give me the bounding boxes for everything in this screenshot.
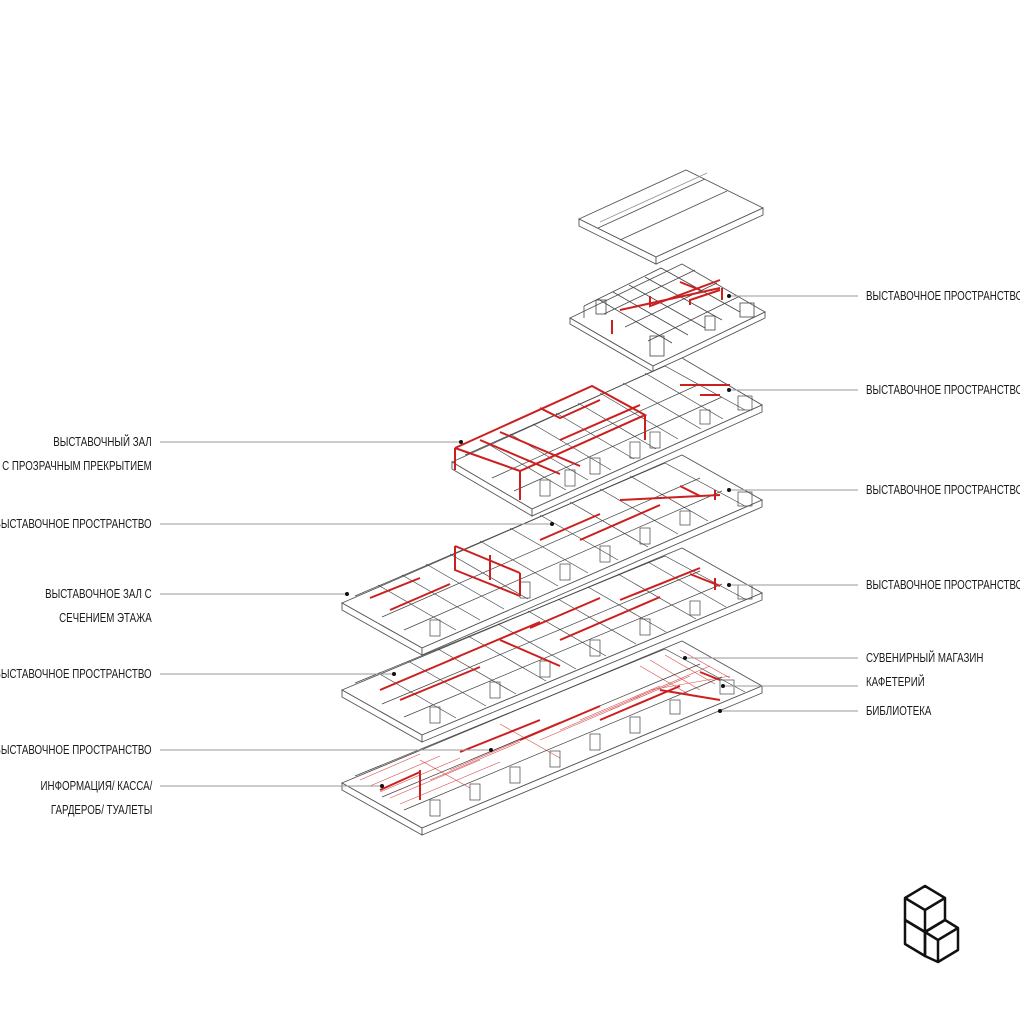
label-hall-floor-section-line-2: СЕЧЕНИЕМ ЭТАЖА bbox=[59, 611, 152, 625]
label-exhibit-level-5: ВЫСТАВОЧНОЕ ПРОСТРАНСТВО bbox=[866, 289, 1020, 303]
label-hall-glass-roof-line-1: ВЫСТАВОЧНЫЙ ЗАЛ bbox=[53, 435, 152, 449]
level-2-floor-plate bbox=[340, 547, 764, 743]
leader-lines bbox=[160, 295, 858, 787]
level-3-floor-plate bbox=[340, 454, 764, 656]
label-hall-glass-roof: ВЫСТАВОЧНЫЙ ЗАЛ С ПРОЗРАЧНЫМ ПРЕКРЫТИЕМ bbox=[2, 430, 152, 478]
label-exhibit-level-3: ВЫСТАВОЧНОЕ ПРОСТРАНСТВО bbox=[866, 483, 1020, 497]
isometric-cubes-logo-icon bbox=[903, 884, 960, 964]
label-ground-services-line-1: ИНФОРМАЦИЯ/ КАССА/ bbox=[40, 779, 152, 793]
label-hall-glass-roof-line-2: С ПРОЗРАЧНЫМ ПРЕКРЫТИЕМ bbox=[2, 459, 152, 473]
leader-dots bbox=[345, 294, 731, 788]
label-exhibit-left-2: ВЫСТАВОЧНОЕ ПРОСТРАНСТВО bbox=[0, 667, 152, 681]
label-library: БИБЛИОТЕКА bbox=[866, 704, 932, 718]
label-hall-floor-section: ВЫСТАВОЧНОЕ ЗАЛ С СЕЧЕНИЕМ ЭТАЖА bbox=[45, 582, 152, 630]
label-souvenir-shop: СУВЕНИРНЫЙ МАГАЗИН bbox=[866, 651, 984, 665]
label-exhibit-left-3: ВЫСТАВОЧНОЕ ПРОСТРАНСТВО bbox=[0, 743, 152, 757]
level-4-floor-plate bbox=[451, 357, 763, 517]
label-cafeteria: КАФЕТЕРИЙ bbox=[866, 675, 925, 689]
label-ground-services: ИНФОРМАЦИЯ/ КАССА/ ГАРДЕРОБ/ ТУАЛЕТЫ bbox=[40, 774, 152, 822]
level-1-floor-plate bbox=[340, 640, 764, 836]
label-exhibit-left-1: ВЫСТАВОЧНОЕ ПРОСТРАНСТВО bbox=[0, 517, 152, 531]
label-exhibit-level-2: ВЫСТАВОЧНОЕ ПРОСТРАНСТВО bbox=[866, 578, 1020, 592]
label-exhibit-level-4: ВЫСТАВОЧНОЕ ПРОСТРАНСТВО bbox=[866, 383, 1020, 397]
roof bbox=[577, 169, 765, 265]
label-ground-services-line-2: ГАРДЕРОБ/ ТУАЛЕТЫ bbox=[50, 803, 152, 817]
level-5-floor-plate bbox=[569, 263, 766, 373]
label-hall-floor-section-line-1: ВЫСТАВОЧНОЕ ЗАЛ С bbox=[45, 587, 152, 601]
